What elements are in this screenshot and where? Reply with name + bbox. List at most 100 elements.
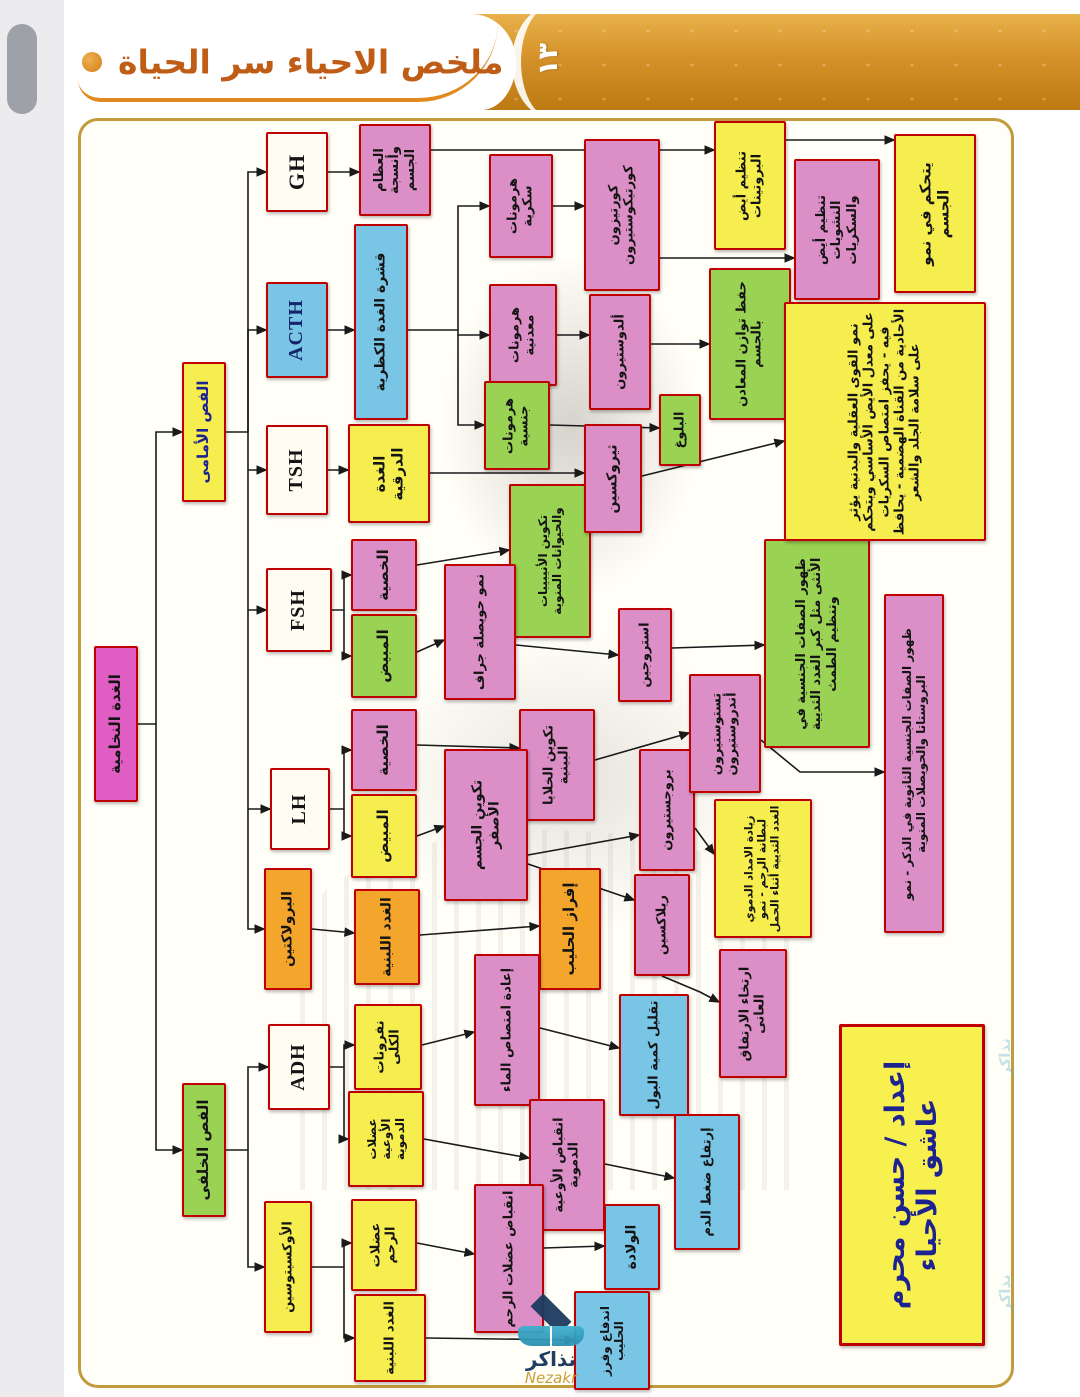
node-tubules: تكوين الأنيبيبات والحيوانات المنوية	[509, 484, 591, 638]
node-credit: إعداد / حسن محرم عاشق الأحياء	[839, 1024, 985, 1346]
node-label-birth: الولادة	[623, 1224, 640, 1270]
node-label-aldosterone: ألدوستيرون	[612, 314, 628, 390]
node-testis-lh: الخصية	[351, 709, 417, 791]
node-label-puberty: البلوغ	[672, 411, 688, 449]
node-label-uterus-muscles: عضلات الرحم	[368, 1222, 399, 1268]
node-mammary-prolactin: الغدد اللبنية	[354, 889, 420, 985]
node-label-thyroid: الغدة الدرقية	[370, 446, 406, 501]
node-label-sex-hormones: هرمونات جنسية	[501, 397, 532, 454]
node-ovary-fsh: المبيض	[351, 614, 417, 698]
page-title: ملخص الاحياء سر الحياة	[118, 42, 504, 82]
node-label-female-traits: ظهور الصفات الجنسية في الأنثى مثل كبر ال…	[794, 557, 840, 730]
node-label-cortisone: كورتيزون كورتيكوستيرون	[606, 165, 637, 265]
node-cortisone: كورتيزون كورتيكوستيرون	[584, 139, 660, 291]
node-label-graafian: نمو حويصلة جراف	[472, 573, 488, 691]
node-label-posterior-lobe: الفص الخلفى	[194, 1099, 213, 1201]
node-label-mammary-oxytocin: الغدد اللبنية	[382, 1301, 398, 1375]
node-corpus-luteum: تكوين الجسم الأصفر	[444, 749, 528, 901]
node-oxytocin: الأوكسيتوسين	[264, 1201, 312, 1333]
logo-latin-text: Nezakr	[524, 1369, 578, 1387]
node-male-traits: ظهور الصفات الجنسية الثانوية في الذكر - …	[884, 594, 944, 933]
node-posterior-lobe: الفص الخلفى	[182, 1083, 226, 1217]
banner-dot-icon	[82, 52, 102, 72]
node-thyroxine: ثيروكسين	[584, 424, 642, 533]
node-mammary-oxytocin: الغدد اللبنية	[354, 1294, 426, 1382]
node-body-growth: يتحكم في نمو الجسم	[894, 134, 976, 293]
node-interstitial: تكوين الخلايا البينية	[519, 709, 595, 821]
node-label-tsh: TSH	[285, 448, 308, 492]
node-protein-metabolism: تنظيم أيض البروتينات	[714, 121, 786, 250]
node-estrogen: استروجين	[618, 608, 672, 702]
node-reduce-urine: تقليل كمية البول	[619, 994, 689, 1116]
banner-swoosh-icon	[512, 14, 591, 110]
node-label-vessel-muscles: عضلات الأوعية الدموية	[364, 1117, 408, 1161]
node-graafian: نمو حويصلة جراف	[444, 564, 516, 700]
node-label-carb-metabolism: تنظيم أيض النشويات والسكريات	[814, 194, 860, 265]
node-relaxin: ريلاكسين	[634, 874, 690, 976]
node-birth: الولادة	[604, 1204, 660, 1290]
node-progesterone: بروجستيرون	[639, 749, 695, 871]
node-bones: العظام وأنسجة الجسم	[359, 124, 431, 216]
node-label-mineral-hormones: هرمونات معدنية	[507, 306, 538, 364]
node-puberty: البلوغ	[659, 394, 701, 466]
node-label-tubules: تكوين الأنيبيبات والحيوانات المنوية	[535, 507, 564, 615]
node-aldosterone: ألدوستيرون	[589, 294, 651, 410]
book-spine	[550, 1326, 552, 1346]
node-water-reabsorption: إعادة امتصاص الماء	[474, 954, 540, 1106]
node-label-oxytocin: الأوكسيتوسين	[280, 1221, 296, 1313]
node-sugar-hormones: هرمونات سكرية	[489, 154, 553, 258]
node-mental-growth: نمو القوى العقلية والبدنية يؤثر على معدل…	[784, 302, 986, 541]
node-label-anterior-lobe: الفص الأمامى	[194, 380, 213, 484]
node-label-pituitary: الغدة النخامية	[106, 674, 125, 774]
node-vessel-muscles: عضلات الأوعية الدموية	[348, 1091, 424, 1187]
node-label-vasoconstriction: انقباض الأوعية الدموية	[551, 1117, 582, 1213]
scrollbar-thumb[interactable]	[7, 24, 37, 114]
node-testis-fsh: الخصية	[351, 539, 417, 611]
node-label-adh: ADH	[287, 1043, 310, 1091]
node-label-testosterone: تستوستيرون أندروستيرون	[709, 691, 740, 776]
node-label-ovary-fsh: المبيض	[374, 629, 393, 683]
node-label-testis-lh: الخصية	[374, 724, 393, 776]
node-carb-metabolism: تنظيم أيض النشويات والسكريات	[794, 159, 880, 300]
node-label-water-reabsorption: إعادة امتصاص الماء	[499, 967, 515, 1093]
node-label-fsh: FSH	[287, 589, 310, 631]
node-label-mineral-balance: حفظ توازن المعادن بالجسم	[734, 281, 765, 407]
node-label-protein-metabolism: تنظيم أيض البروتينات	[734, 150, 765, 221]
node-prolactin: البرولاكتين	[264, 868, 312, 990]
node-milk-secretion: إفراز الحليب	[539, 868, 601, 990]
node-label-interstitial: تكوين الخلايا البينية	[541, 724, 572, 806]
node-label-thyroxine: ثيروكسين	[604, 443, 621, 514]
node-mineral-balance: حفظ توازن المعادن بالجسم	[709, 268, 791, 420]
node-female-traits: ظهور الصفات الجنسية في الأنثى مثل كبر ال…	[764, 539, 870, 748]
node-label-progesterone: بروجستيرون	[659, 769, 675, 851]
node-adrenal-cortex: قشرة الغدة الكظرية	[354, 224, 408, 420]
node-label-adrenal-cortex: قشرة الغدة الكظرية	[372, 252, 389, 392]
node-pituitary: الغدة النخامية	[94, 646, 138, 802]
node-uterus-muscles: عضلات الرحم	[351, 1199, 417, 1291]
scrollbar-track	[0, 0, 64, 1397]
nezakr-logo: نذاكر Nezakr	[486, 1293, 616, 1387]
node-label-male-traits: ظهور الصفات الجنسية الثانوية في الذكر - …	[899, 627, 928, 900]
node-label-reduce-urine: تقليل كمية البول	[646, 1000, 662, 1110]
node-high-blood-pressure: إرتفاع ضغط الدم	[674, 1114, 740, 1250]
node-label-prolactin: البرولاكتين	[279, 891, 296, 967]
node-adh: ADH	[268, 1024, 330, 1110]
node-gh: GH	[266, 132, 328, 212]
node-fsh: FSH	[266, 568, 332, 652]
node-label-milk-secretion: إفراز الحليب	[560, 882, 579, 976]
banner-underline-arc	[78, 22, 498, 102]
node-label-pubic-symphysis: ارتخاء الارتفاق العانى	[737, 966, 768, 1061]
node-label-high-blood-pressure: إرتفاع ضغط الدم	[699, 1127, 715, 1237]
node-ovary-lh: المبيض	[351, 794, 417, 878]
node-label-estrogen: استروجين	[637, 622, 653, 688]
header-banner: ملخص الاحياء سر الحياة ١٣	[64, 14, 1080, 110]
node-anterior-lobe: الفص الأمامى	[182, 362, 226, 502]
node-label-corpus-luteum: تكوين الجسم الأصفر	[469, 779, 502, 871]
node-label-bones: العظام وأنسجة الجسم	[372, 146, 418, 194]
node-vasoconstriction: انقباض الأوعية الدموية	[529, 1099, 605, 1231]
node-label-mental-growth: نمو القوى العقلية والبدنية يؤثر على معدل…	[846, 308, 923, 535]
node-label-ovary-lh: المبيض	[374, 809, 393, 863]
node-testosterone: تستوستيرون أندروستيرون	[689, 674, 761, 793]
